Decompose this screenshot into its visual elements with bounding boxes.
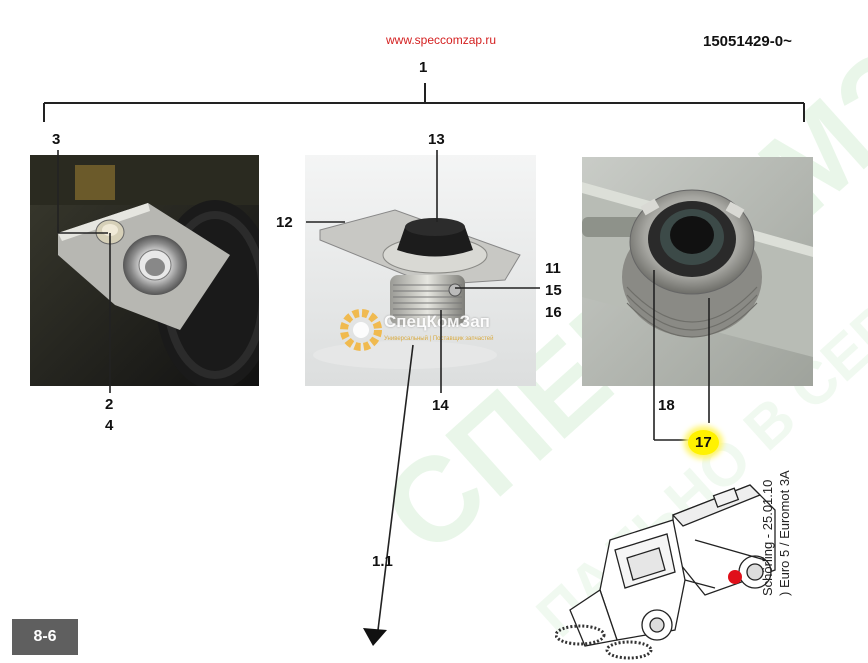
page-number-badge: 8-6 (12, 619, 78, 655)
callout-4: 4 (105, 417, 114, 434)
photo-bearing-assembly (305, 155, 536, 386)
callout-17: 17 (688, 430, 719, 455)
callout-11: 11 (545, 260, 561, 277)
watermark-name: СпецКомЗап (384, 312, 490, 331)
callout-15: 15 (545, 282, 562, 299)
callout-3: 3 (52, 131, 61, 148)
callout-18: 18 (658, 397, 675, 414)
website-url[interactable]: www.speccomzap.ru (386, 33, 497, 47)
callout-14: 14 (432, 397, 449, 414)
callout-1: 1 (419, 59, 428, 76)
sweeper-vehicle-icon (555, 484, 776, 660)
watermark-tagline: Универсальный | Поставщик запчастей (384, 336, 494, 342)
watermark-logo-icon (340, 309, 382, 351)
document-number: 15051429-0~ (703, 33, 792, 50)
arrow-down-icon (363, 628, 387, 646)
callout-2: 2 (105, 396, 114, 413)
side-caption-line2: ) Euro 5 / Euromot 3A (777, 470, 792, 596)
callout-12: 12 (276, 214, 293, 231)
callout-13: 13 (428, 131, 445, 148)
photo-watermark: СпецКомЗап Универсальный | Поставщик зап… (338, 306, 538, 354)
photo-seal-housing (582, 157, 813, 386)
callout-1-1: 1.1 (372, 553, 393, 570)
side-caption: Schörling - 25.01.10 ) Euro 5 / Euromot … (760, 396, 793, 596)
side-caption-line1: Schörling - 25.01.10 (760, 479, 775, 596)
callout-16: 16 (545, 304, 562, 321)
photo-mount-plate (30, 155, 259, 386)
